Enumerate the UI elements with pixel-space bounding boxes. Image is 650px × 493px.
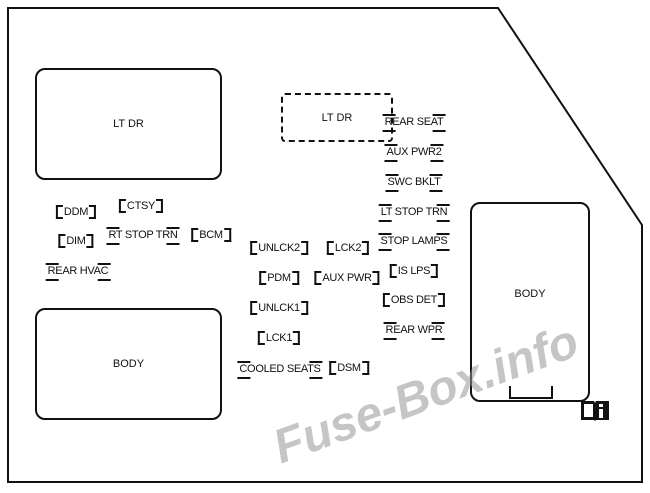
fuse-aux-pwr: AUX PWR: [314, 271, 380, 285]
relay-lt-dr-optional: LT DR: [281, 93, 393, 142]
fuse-rear-wpr: REAR WPR: [383, 321, 445, 340]
fuse-lck1: LCK1: [257, 331, 301, 345]
fuse-is-lps: IS LPS: [389, 264, 439, 278]
relay-lt-dr: LT DR: [35, 68, 222, 180]
fuse-rear-hvac: REAR HVAC: [45, 262, 111, 281]
fuse-stop-lamps: STOP LAMPS: [378, 232, 450, 251]
fuse-cooled-seats: COOLED SEATS: [237, 360, 323, 379]
relay-label: LT DR: [113, 118, 144, 130]
fuse-bcm: BCM: [191, 228, 231, 242]
fuse-ctsy: CTSY: [118, 199, 164, 213]
relay-body-left: BODY: [35, 308, 222, 420]
book-info-icon: [581, 401, 609, 421]
fuse-rt-stop-trn: RT STOP TRN: [106, 226, 180, 245]
fuse-lt-stop-trn: LT STOP TRN: [378, 203, 450, 222]
fuse-pdm: PDM: [259, 271, 299, 285]
fuse-obs-det: OBS DET: [382, 293, 446, 307]
fuse-swc-bklt: SWC BKLT: [385, 173, 443, 192]
fuse-aux-pwr2: AUX PWR2: [384, 143, 444, 162]
fuse-ddm: DDM: [55, 205, 97, 219]
fuse-lck2: LCK2: [326, 241, 370, 255]
fuse-unlck1: UNLCK1: [250, 301, 308, 315]
fuse-rear-seat: REAR SEAT: [382, 113, 446, 132]
fuse-unlck2: UNLCK2: [250, 241, 308, 255]
relay-label: BODY: [112, 358, 145, 370]
relay-notch: [509, 386, 553, 399]
fuse-dsm: DSM: [329, 361, 369, 375]
relay-label: BODY: [514, 288, 546, 300]
fuse-dim: DIM: [58, 234, 94, 248]
relay-label: LT DR: [321, 111, 353, 124]
relay-body-right: BODY: [470, 202, 590, 402]
